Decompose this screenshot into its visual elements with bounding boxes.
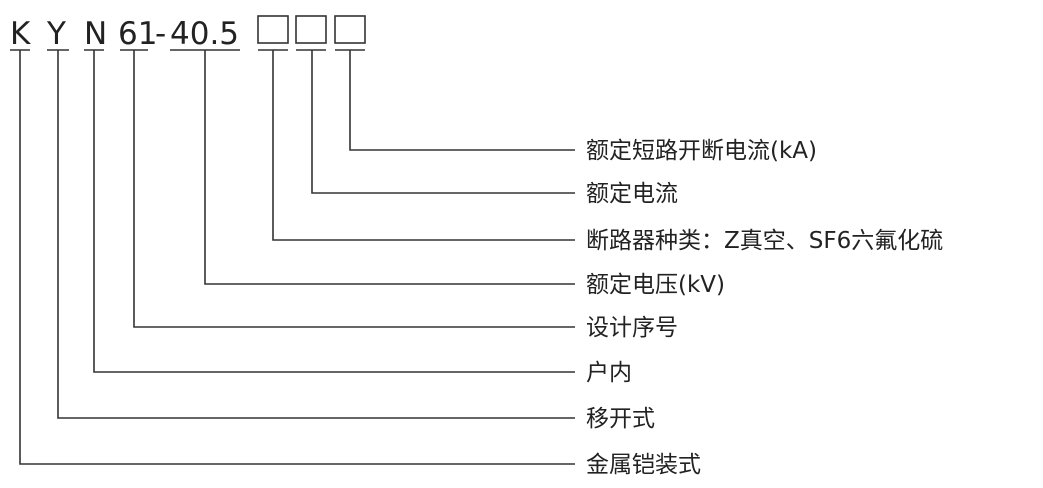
label-rated-short-circuit-breaking-current: 额定短路开断电流(kA) — [586, 138, 817, 164]
label-design-number: 设计序号 — [586, 315, 678, 341]
leader-rated-current — [311, 50, 575, 194]
leader-metal-clad — [19, 50, 575, 465]
code-letter-n: N — [84, 16, 107, 52]
label-indoor: 户内 — [586, 360, 632, 386]
code-voltage: 40.5 — [170, 16, 239, 52]
placeholder-box-breaker-type — [257, 15, 289, 44]
label-withdrawable: 移开式 — [586, 406, 655, 432]
code-hyphen: - — [155, 16, 166, 52]
leader-withdrawable — [57, 50, 575, 419]
label-rated-current: 额定电流 — [586, 181, 678, 207]
code-letter-k: K — [10, 16, 31, 52]
code-letter-y: Y — [46, 16, 66, 52]
leader-design-number — [133, 50, 575, 328]
leader-indoor — [93, 50, 575, 373]
placeholder-box-breaking-current — [334, 15, 366, 44]
leader-breaker-type — [272, 50, 575, 241]
placeholder-box-rated-current — [295, 15, 327, 44]
leader-rated-voltage — [204, 50, 575, 285]
label-rated-voltage: 额定电压(kV) — [586, 272, 725, 298]
label-metal-clad: 金属铠装式 — [586, 452, 701, 478]
leader-breaking-current — [349, 50, 575, 151]
code-design-number: 61 — [118, 16, 157, 52]
label-breaker-type: 断路器种类：Z真空、SF6六氟化硫 — [586, 228, 943, 254]
